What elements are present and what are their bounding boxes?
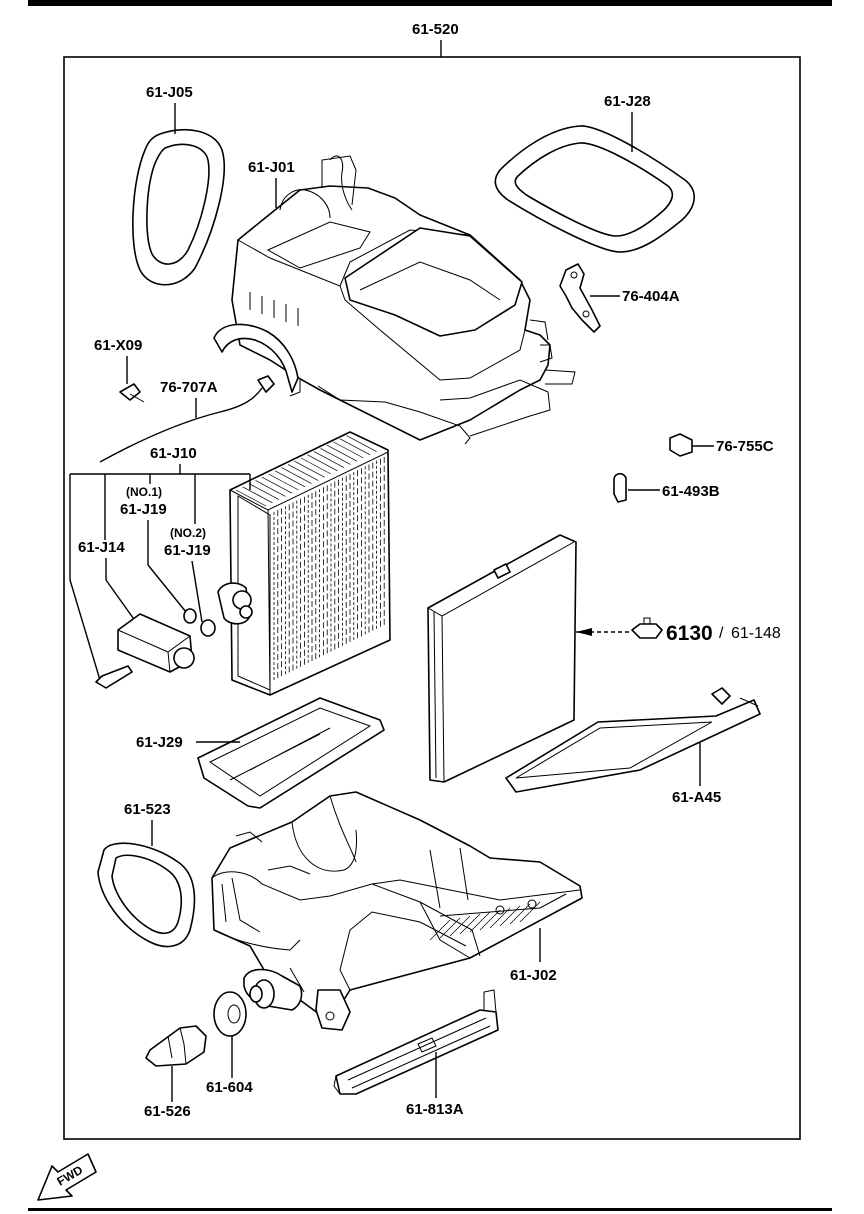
label-61-A45[interactable]: 61-A45 — [672, 789, 721, 806]
label-6130[interactable]: 6130 — [666, 622, 713, 645]
label-no1[interactable]: (NO.1) — [126, 485, 162, 499]
label-61-J29[interactable]: 61-J29 — [136, 734, 183, 751]
fin-top-line — [248, 483, 280, 500]
label-61-526[interactable]: 61-526 — [144, 1103, 191, 1120]
rib-line — [459, 913, 481, 935]
fin-top-line — [281, 467, 312, 484]
arrow-head — [576, 628, 592, 636]
label-61-J19-a[interactable]: 61-J19 — [120, 501, 167, 518]
label-61-604[interactable]: 61-604 — [206, 1079, 253, 1096]
label-76-404A[interactable]: 76-404A — [622, 288, 680, 305]
evaporator-61-J10[interactable] — [217, 431, 391, 696]
fin-top-line — [235, 489, 267, 507]
part-61-493B[interactable] — [613, 472, 627, 503]
rib-line — [469, 911, 491, 933]
evaporator-fins — [235, 435, 385, 682]
label-61-813A[interactable]: 61-813A — [406, 1101, 464, 1118]
filter-cover-61-A45[interactable] — [505, 687, 761, 793]
tray-61-J29[interactable] — [197, 697, 385, 809]
gasket-61-J28[interactable] — [494, 125, 695, 253]
fin-top-line — [242, 486, 273, 504]
link-76-404A[interactable] — [559, 263, 601, 333]
fin-top-line — [346, 435, 377, 452]
floor-ribs — [429, 901, 541, 941]
fin-top-line — [307, 454, 338, 472]
resistor-61-526[interactable] — [145, 1025, 207, 1067]
rib-line — [479, 909, 501, 931]
top-border — [28, 0, 832, 6]
fan-61-604[interactable] — [213, 991, 247, 1037]
label-slash: / — [719, 625, 724, 642]
label-61-J28[interactable]: 61-J28 — [604, 93, 651, 110]
fin-top-line — [333, 441, 364, 459]
upper-case-61-J01[interactable] — [213, 155, 576, 445]
fin-top-line — [326, 444, 358, 462]
rib-line — [509, 903, 531, 925]
fin-top-line — [294, 460, 325, 478]
bracket-61-813A[interactable] — [333, 989, 499, 1095]
label-61-523[interactable]: 61-523 — [124, 801, 171, 818]
label-61-J10[interactable]: 61-J10 — [150, 445, 197, 462]
fin-top-line — [261, 476, 293, 494]
label-no2[interactable]: (NO.2) — [170, 526, 206, 540]
bolt[interactable] — [95, 665, 133, 689]
label-61-X09[interactable]: 61-X09 — [94, 337, 142, 354]
pointing-hand-icon — [631, 617, 663, 639]
label-61-493B[interactable]: 61-493B — [662, 483, 720, 500]
label-61-J02[interactable]: 61-J02 — [510, 967, 557, 984]
filter-6130[interactable] — [427, 534, 577, 783]
label-61-J01[interactable]: 61-J01 — [248, 159, 295, 176]
o-ring-no1[interactable] — [183, 608, 197, 624]
rib-line — [499, 905, 521, 927]
fin-top-line — [268, 473, 299, 491]
motor-hub[interactable] — [243, 968, 303, 1011]
o-ring-no2[interactable] — [200, 619, 216, 637]
fin-top-line — [313, 451, 345, 468]
rib-line — [519, 901, 541, 923]
fin-top-line — [274, 470, 306, 488]
fwd-arrow-icon: FWD — [37, 1153, 97, 1201]
rib-line — [429, 919, 451, 941]
bottom-border — [28, 1208, 832, 1211]
label-61-148[interactable]: 61-148 — [731, 625, 781, 642]
label-76-707A[interactable]: 76-707A — [160, 379, 218, 396]
assembly-frame — [63, 56, 801, 1140]
fin-top-line — [255, 480, 286, 497]
harness-76-707A[interactable] — [99, 375, 275, 463]
gasket-61-523[interactable] — [97, 842, 196, 948]
rib-line — [489, 907, 511, 929]
label-61-J05[interactable]: 61-J05 — [146, 84, 193, 101]
fin-top-line — [320, 448, 351, 465]
label-61-J14[interactable]: 61-J14 — [78, 539, 125, 556]
part-76-755C[interactable] — [669, 433, 693, 457]
label-61-J19-b[interactable]: 61-J19 — [164, 542, 211, 559]
lower-case-61-J02[interactable] — [211, 791, 583, 1031]
label-76-755C[interactable]: 76-755C — [716, 438, 774, 455]
fin-top-line — [339, 438, 371, 456]
assembly-label[interactable]: 61-520 — [412, 21, 459, 38]
expansion-valve-61-J14[interactable] — [117, 613, 195, 673]
gasket-61-J05[interactable] — [132, 128, 225, 286]
fin-top-line — [300, 457, 332, 475]
rib-line — [449, 915, 471, 937]
clip-61-X09[interactable] — [119, 383, 145, 403]
fin-top-line — [287, 464, 319, 481]
